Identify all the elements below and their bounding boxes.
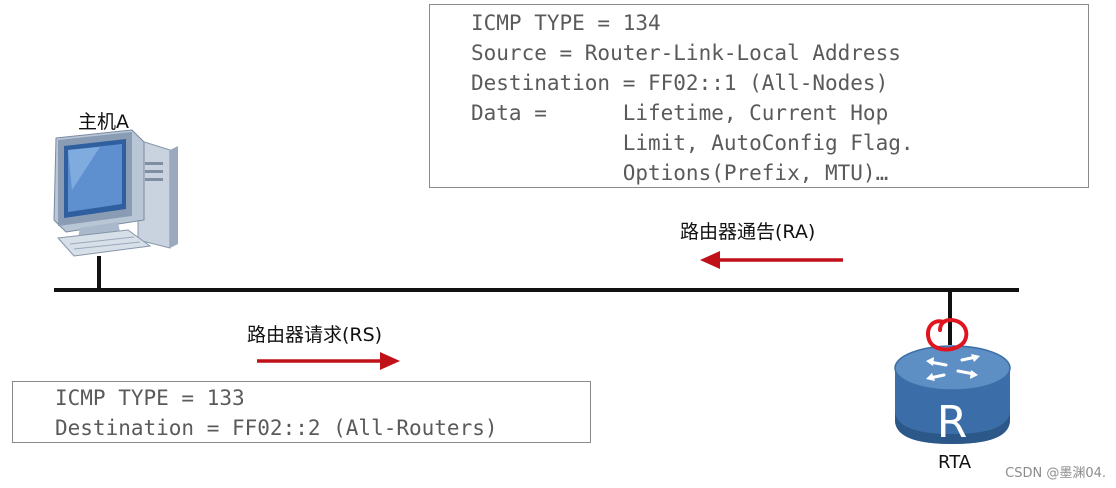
- rs-label: 路由器请求(RS): [247, 324, 383, 346]
- host-label: 主机A: [78, 111, 129, 133]
- ra-arrow: [700, 251, 843, 269]
- rs-line-icmp-type: ICMP TYPE = 133: [55, 386, 245, 410]
- highlight-circle: [925, 317, 969, 352]
- ra-label: 路由器通告(RA): [680, 221, 816, 243]
- router-label: RTA: [938, 452, 972, 473]
- rs-message-box: ICMP TYPE = 133 Destination = FF02::2 (A…: [12, 381, 591, 443]
- ra-line-source: Source = Router-Link-Local Address: [471, 41, 901, 65]
- rs-arrow: [257, 352, 400, 370]
- watermark: CSDN @墨渊04.: [1005, 466, 1106, 481]
- ra-line-data: Data = Lifetime, Current Hop: [471, 101, 889, 125]
- ra-line-data-cont-1: Limit, AutoConfig Flag.: [471, 131, 914, 155]
- ra-message-box: ICMP TYPE = 134 Source = Router-Link-Loc…: [429, 4, 1089, 188]
- router-letter: R: [937, 397, 968, 448]
- router-icon: R: [894, 345, 1011, 448]
- rs-line-destination: Destination = FF02::2 (All-Routers): [55, 416, 498, 440]
- ra-line-icmp-type: ICMP TYPE = 134: [471, 11, 661, 35]
- ra-line-data-cont-2: Options(Prefix, MTU)…: [471, 161, 889, 185]
- ra-line-destination: Destination = FF02::1 (All-Nodes): [471, 71, 889, 95]
- computer-icon: [53, 129, 178, 257]
